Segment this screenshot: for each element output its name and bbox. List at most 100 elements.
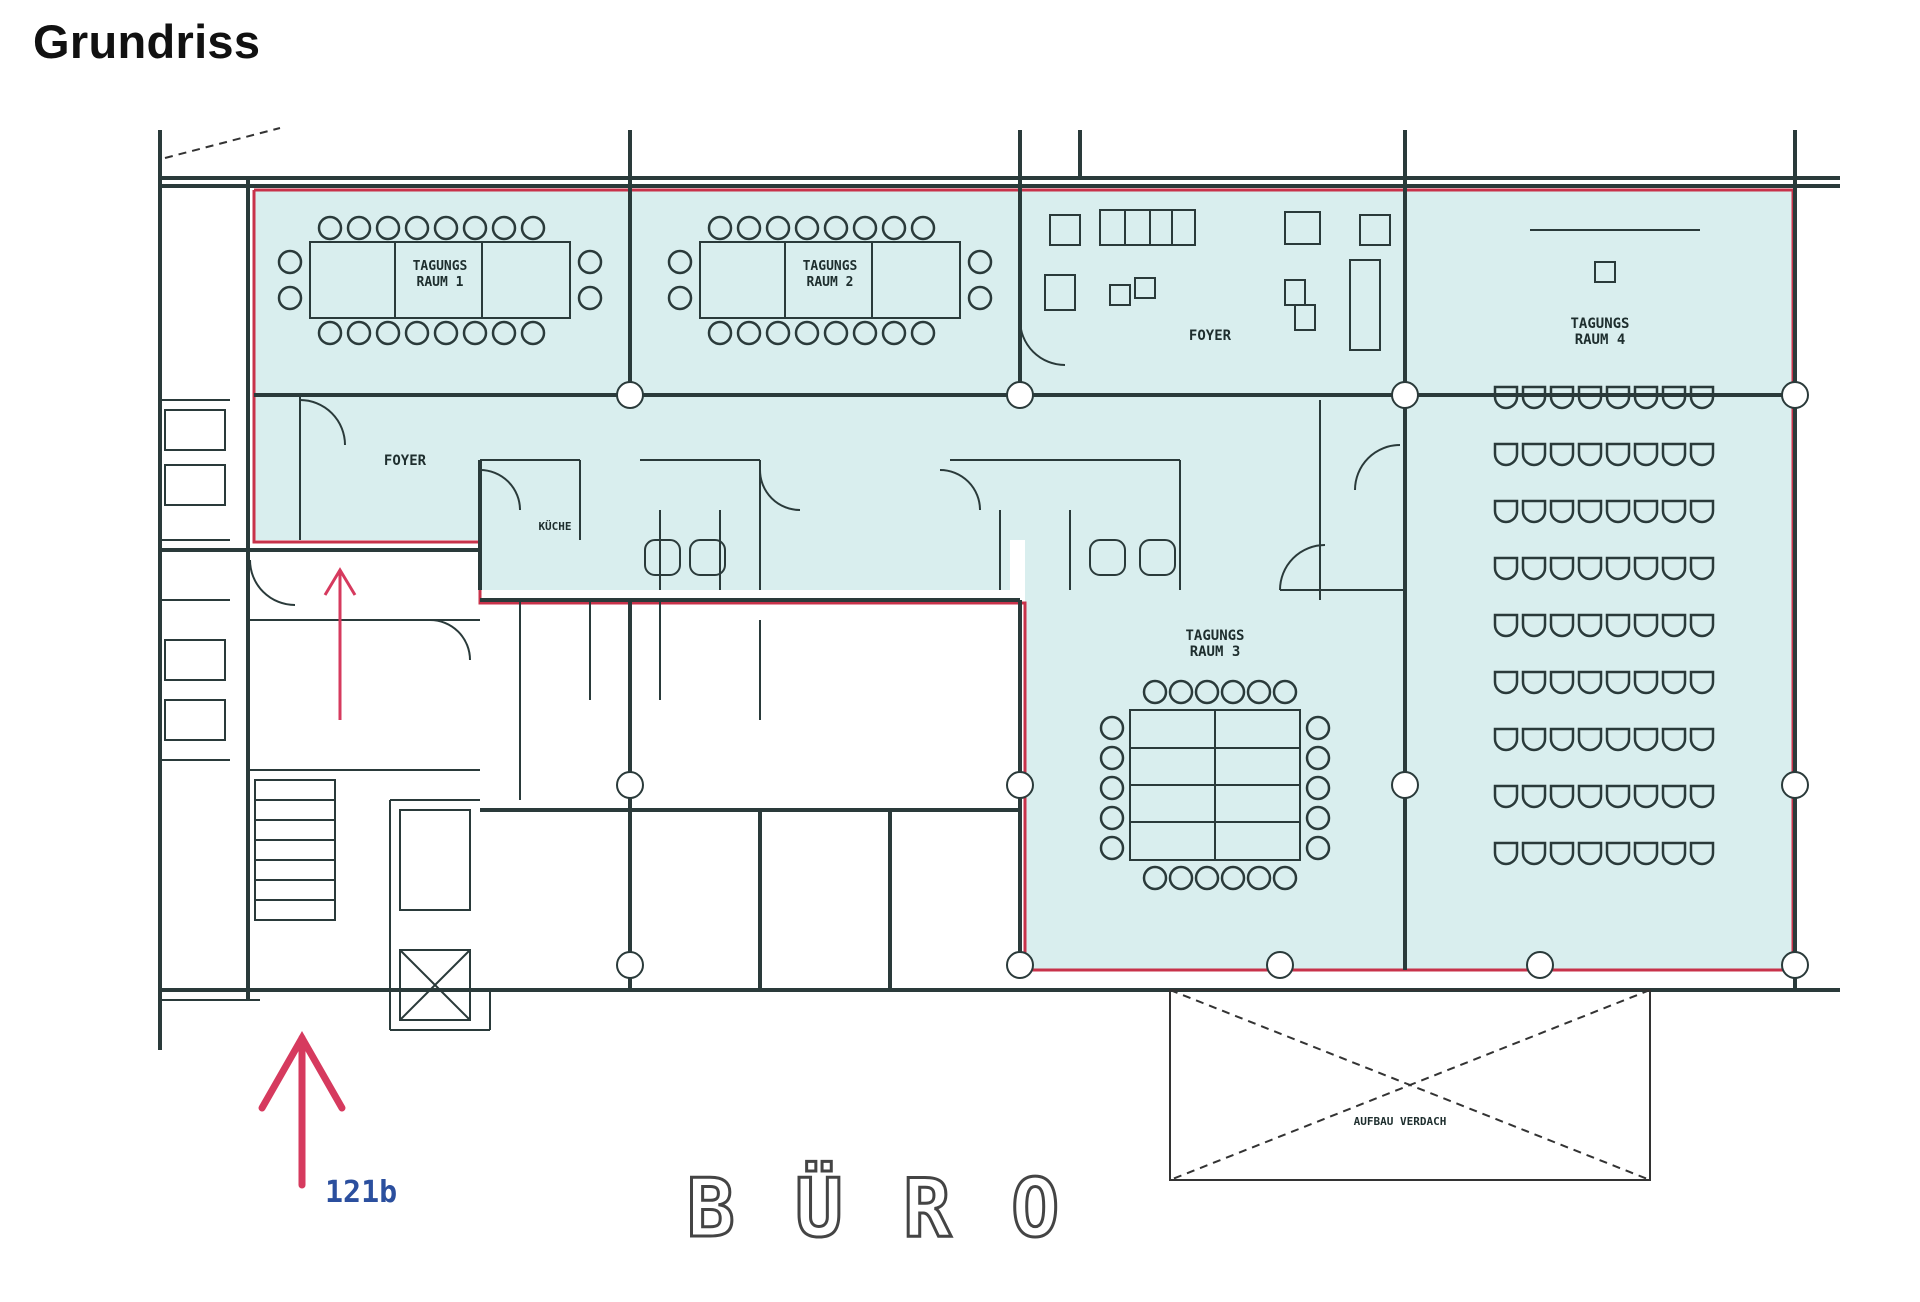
seat: [1493, 556, 1519, 581]
chair: [707, 215, 733, 241]
seat: [1661, 385, 1687, 410]
seat: [1661, 499, 1687, 524]
seat: [1605, 442, 1631, 467]
seat: [1577, 442, 1603, 467]
seat: [1689, 385, 1715, 410]
seat: [1689, 670, 1715, 695]
seat: [1689, 727, 1715, 752]
chair: [794, 320, 820, 346]
chair: [967, 285, 993, 311]
seat: [1521, 727, 1547, 752]
chair: [1099, 745, 1125, 771]
dashed-lines: [164, 127, 1651, 1181]
seat: [1633, 727, 1659, 752]
seat: [1661, 784, 1687, 809]
seat: [1493, 499, 1519, 524]
chair: [707, 320, 733, 346]
door-swings: [249, 319, 1401, 661]
chair: [1194, 679, 1220, 705]
chair: [823, 320, 849, 346]
seat: [1549, 613, 1575, 638]
seat: [1577, 385, 1603, 410]
seat: [1661, 670, 1687, 695]
chair: [317, 215, 343, 241]
chairs: [277, 215, 1715, 891]
seat: [1549, 556, 1575, 581]
room-label-kueche: KÜCHE: [538, 519, 571, 533]
seat: [1605, 499, 1631, 524]
chair: [1168, 679, 1194, 705]
chair: [667, 249, 693, 275]
columns: [616, 381, 1809, 979]
seat: [1549, 385, 1575, 410]
seat: [1633, 385, 1659, 410]
room-label-tagung4-line1: TAGUNGS: [1570, 316, 1629, 332]
chair: [910, 215, 936, 241]
seat: [1661, 727, 1687, 752]
chair: [1272, 679, 1298, 705]
chair: [491, 215, 517, 241]
seat: [1549, 727, 1575, 752]
chair: [910, 320, 936, 346]
seat: [1633, 784, 1659, 809]
chair: [1099, 805, 1125, 831]
chair: [1305, 805, 1331, 831]
chair: [520, 215, 546, 241]
seat: [1577, 499, 1603, 524]
seat: [1549, 499, 1575, 524]
lower-right-highlight-area: [1025, 540, 1793, 970]
seat: [1577, 727, 1603, 752]
chair: [736, 320, 762, 346]
seat: [1605, 784, 1631, 809]
chair: [667, 285, 693, 311]
seat: [1633, 442, 1659, 467]
seat: [1689, 784, 1715, 809]
room-label-foyer-left: FOYER: [384, 453, 427, 469]
seat: [1577, 613, 1603, 638]
chair: [1305, 835, 1331, 861]
canopy-label: AUFBAU VERDACH: [1354, 1115, 1447, 1128]
chair: [375, 215, 401, 241]
seat: [1605, 385, 1631, 410]
seat: [1521, 385, 1547, 410]
chair: [823, 215, 849, 241]
room-label-tagung2-line2: RAUM 2: [807, 275, 854, 290]
chair: [1305, 775, 1331, 801]
seat: [1521, 670, 1547, 695]
chair: [577, 285, 603, 311]
room-label-tagung3-line1: TAGUNGS: [1185, 628, 1244, 644]
chair: [794, 215, 820, 241]
seat: [1605, 613, 1631, 638]
chair: [881, 320, 907, 346]
chair: [317, 320, 343, 346]
chair: [1305, 745, 1331, 771]
seat: [1493, 442, 1519, 467]
chair: [1220, 865, 1246, 891]
chair: [491, 320, 517, 346]
chair: [765, 215, 791, 241]
seat: [1521, 442, 1547, 467]
upper-highlight-lower-strip: [480, 540, 1010, 590]
seat: [1689, 442, 1715, 467]
seat: [1689, 499, 1715, 524]
seat: [1661, 556, 1687, 581]
chair: [577, 249, 603, 275]
sanitary-fixtures: [164, 409, 1176, 741]
chair: [852, 320, 878, 346]
seat: [1577, 556, 1603, 581]
chair: [462, 215, 488, 241]
seat: [1661, 442, 1687, 467]
seat: [1605, 727, 1631, 752]
seat: [1577, 841, 1603, 866]
seat: [1689, 841, 1715, 866]
seat: [1493, 385, 1519, 410]
seat: [1605, 556, 1631, 581]
seat: [1689, 613, 1715, 638]
conference-tables: [309, 241, 1301, 861]
chair: [852, 215, 878, 241]
chair: [881, 215, 907, 241]
chair: [1305, 715, 1331, 741]
chair: [375, 320, 401, 346]
room-label-tagung2-line1: TAGUNGS: [803, 259, 858, 274]
